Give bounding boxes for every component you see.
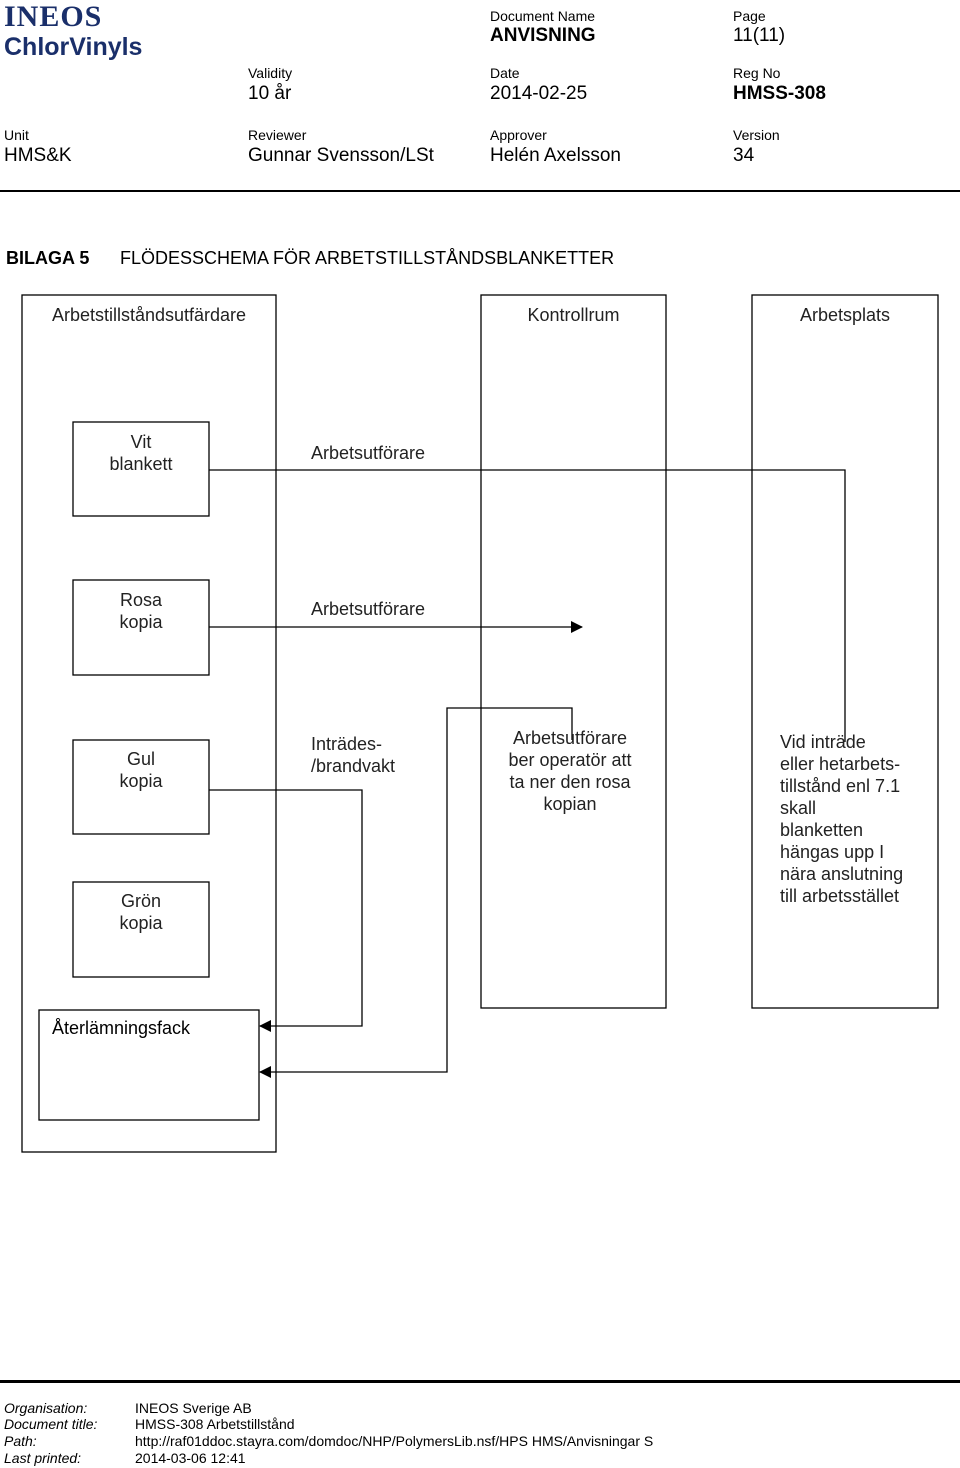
- reg-no-label: Reg No: [733, 65, 781, 81]
- box-pink-copy-label: Rosa kopia: [119, 590, 163, 632]
- footer-divider: [0, 1380, 960, 1383]
- arrow-pink-return: [446, 707, 573, 1008]
- arrow-pink-copy-label: Arbetsutförare: [311, 599, 426, 619]
- unit-label: Unit: [4, 127, 29, 143]
- reviewer-label: Reviewer: [248, 127, 307, 143]
- column-control-room-title: Kontrollrum: [527, 305, 620, 325]
- box-white-form: [72, 421, 210, 517]
- version-label: Version: [733, 127, 780, 143]
- box-white-form-label: Vit blankett: [109, 432, 173, 474]
- approver-label: Approver: [490, 127, 547, 143]
- logo-ineos-text: INEOS: [4, 0, 103, 33]
- header-divider: [0, 190, 960, 192]
- column-workplace-frame: [751, 294, 939, 1009]
- box-green-copy-label: Grön kopia: [119, 891, 163, 933]
- control-room-note: Arbetsutförare ber operatör att ta ner d…: [508, 728, 632, 814]
- column-workplace-title: Arbetsplats: [799, 305, 891, 325]
- date-label: Date: [490, 65, 520, 81]
- document-name-label: Document Name: [490, 8, 596, 24]
- version-value: 34: [733, 145, 755, 166]
- date-value: 2014-02-25: [490, 83, 588, 104]
- box-green-copy: [72, 881, 210, 978]
- arrow-yellow-copy: [209, 789, 363, 1032]
- footer-last-printed-label: Last printed:: [4, 1450, 82, 1466]
- arrow-yellow-copy-label: Inträdes- /brandvakt: [311, 734, 396, 776]
- document-name-value: ANVISNING: [490, 25, 596, 46]
- logo-chlorvinyls-text: ChlorVinyls: [4, 33, 143, 61]
- footer-organisation-value: INEOS Sverige AB: [135, 1400, 252, 1416]
- footer-document-title-value: HMSS-308 Arbetstillstånd: [135, 1416, 295, 1432]
- arrow-white-form: [209, 469, 846, 742]
- arrow-pink-return-lower: [259, 1008, 448, 1078]
- box-yellow-copy-label: Gul kopia: [119, 749, 163, 791]
- box-yellow-copy: [72, 739, 210, 835]
- footer-path-value: http://raf01ddoc.stayra.com/domdoc/NHP/P…: [135, 1433, 654, 1449]
- reg-no-value: HMSS-308: [733, 83, 826, 104]
- reviewer-value: Gunnar Svensson/LSt: [248, 145, 434, 166]
- workplace-note: Vid inträde eller hetarbets- tillstånd e…: [780, 732, 904, 906]
- page-value: 11(11): [733, 25, 786, 46]
- validity-label: Validity: [248, 65, 293, 81]
- box-return-slot: [38, 1009, 260, 1121]
- validity-value: 10 år: [248, 83, 292, 104]
- column-issuer-frame: [21, 294, 277, 1153]
- footer-document-title-label: Document title:: [4, 1416, 98, 1432]
- arrow-white-form-label: Arbetsutförare: [311, 443, 426, 463]
- page-label: Page: [733, 8, 766, 24]
- unit-value: HMS&K: [4, 145, 72, 166]
- box-return-slot-label: Återlämningsfack: [52, 1018, 191, 1038]
- footer-organisation-label: Organisation:: [4, 1400, 88, 1416]
- column-issuer-title: Arbetstillståndsutfärdare: [51, 305, 247, 325]
- section-number: BILAGA 5: [6, 248, 90, 268]
- section-title: FLÖDESSCHEMA FÖR ARBETSTILLSTÅNDSBLANKET…: [120, 248, 615, 268]
- footer-last-printed-value: 2014-03-06 12:41: [135, 1450, 246, 1466]
- footer-path-label: Path:: [4, 1433, 37, 1449]
- column-control-room-frame: [480, 294, 667, 1009]
- approver-value: Helén Axelsson: [490, 145, 621, 166]
